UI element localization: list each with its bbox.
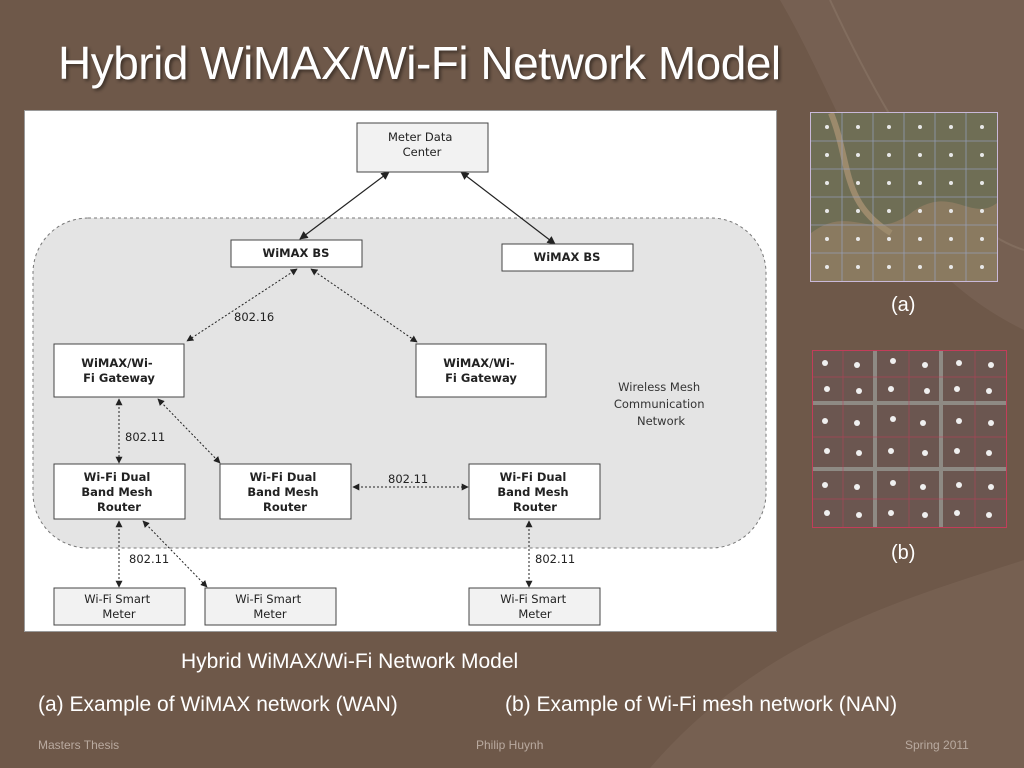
diagram-caption: Hybrid WiMAX/Wi-Fi Network Model: [181, 650, 519, 673]
svg-text:WiMAX/Wi- Fi Gateway: WiMAX/Wi- Fi Gateway: [81, 356, 156, 385]
node-wimax-bs-right: WiMAX BS: [501, 243, 634, 272]
page-title: Hybrid WiMAX/Wi-Fi Network Model: [58, 37, 781, 89]
footer-left: Masters Thesis: [38, 738, 120, 752]
node-meter-data-center: Meter Data Center: [356, 122, 489, 173]
node-gateway-left: WiMAX/Wi- Fi Gateway: [53, 343, 185, 398]
node-meter-right: Wi-Fi Smart Meter: [468, 587, 601, 626]
svg-text:Wi-Fi Smart Meter: Wi-Fi Smart Meter: [84, 592, 154, 621]
mesh-cloud-label: Wireless Mesh Communication Network: [614, 380, 708, 428]
link-datacenter-bs-left: [299, 171, 390, 240]
link-bs-gateway-left: [186, 268, 298, 342]
svg-text:Wi-Fi Dual Band Mesh: Wi-Fi Dual Band Mesh Router: [81, 470, 156, 514]
wifi-mesh-aerial-image: [812, 350, 1007, 528]
link-bs-gateway-right: [310, 268, 418, 343]
caption-b: (b) Example of Wi-Fi mesh network (NAN): [505, 693, 898, 716]
node-wimax-bs-left: WiMAX BS: [230, 239, 363, 268]
node-gateway-right: WiMAX/Wi- Fi Gateway: [415, 343, 547, 398]
svg-text:WiMAX BS: WiMAX BS: [534, 250, 601, 264]
svg-text:Meter Data Center: Meter Data Center: [388, 130, 456, 159]
footer-center: Philip Huynh: [476, 738, 544, 752]
svg-text:Wi-Fi Dual Band Mesh: Wi-Fi Dual Band Mesh Router: [247, 470, 322, 514]
network-diagram: Wireless Mesh Communication Network 802.…: [24, 110, 777, 632]
link-label-802-11-routers: 802.11: [388, 472, 428, 486]
svg-text:WiMAX BS: WiMAX BS: [263, 246, 330, 260]
link-router-meter-middle: [142, 520, 208, 588]
svg-text:Wi-Fi Smart Meter: Wi-Fi Smart Meter: [235, 592, 305, 621]
node-router-middle: Wi-Fi Dual Band Mesh Router: [219, 463, 352, 520]
link-label-802-16: 802.16: [234, 310, 274, 324]
photo-a-label: (a): [891, 294, 916, 316]
link-label-802-11-gateway: 802.11: [125, 430, 165, 444]
svg-text:Wi-Fi Smart Meter: Wi-Fi Smart Meter: [500, 592, 570, 621]
footer-right: Spring 2011: [905, 738, 969, 752]
wimax-coverage-aerial-image: [810, 112, 998, 282]
photo-b-label: (b): [891, 542, 916, 564]
link-gateway-router-middle: [157, 398, 221, 464]
svg-text:Wi-Fi Dual Band Mesh: Wi-Fi Dual Band Mesh Router: [497, 470, 572, 514]
node-meter-middle: Wi-Fi Smart Meter: [204, 587, 337, 626]
node-router-right: Wi-Fi Dual Band Mesh Router: [468, 463, 601, 520]
link-datacenter-bs-right: [460, 171, 556, 245]
node-meter-left: Wi-Fi Smart Meter: [53, 587, 186, 626]
link-label-802-11-meter-right: 802.11: [535, 552, 575, 566]
caption-a: (a) Example of WiMAX network (WAN): [38, 693, 398, 716]
svg-text:WiMAX/Wi- Fi Gateway: WiMAX/Wi- Fi Gateway: [443, 356, 518, 385]
link-label-802-11-meter-left: 802.11: [129, 552, 169, 566]
node-router-left: Wi-Fi Dual Band Mesh Router: [53, 463, 186, 520]
